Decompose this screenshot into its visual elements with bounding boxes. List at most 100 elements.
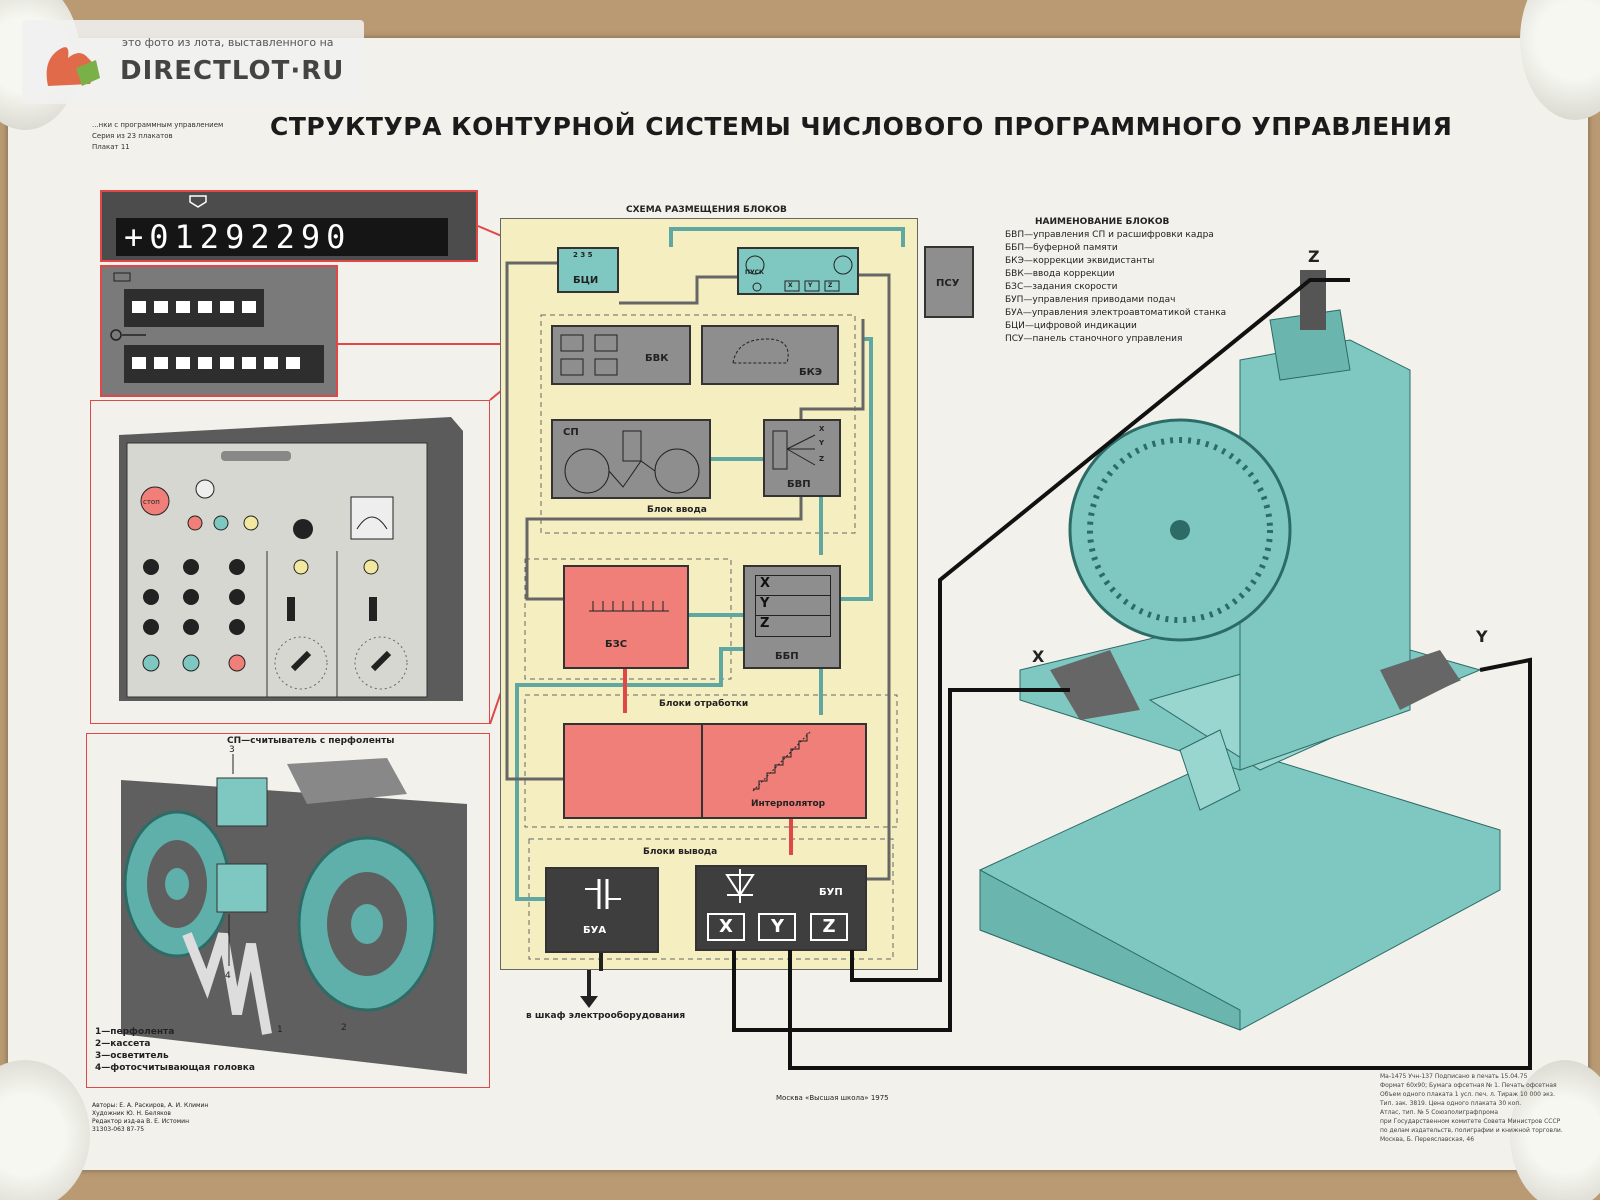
legend-item: БВП—управления СП и расшифровки кадра (1005, 230, 1214, 240)
bup-axis-row: X Y Z (707, 913, 848, 941)
block-bvp[interactable]: X Y Z БВП (763, 419, 841, 497)
block-bua-label: БУА (583, 925, 607, 936)
stop-label: стоп (143, 498, 160, 506)
callout-2: 2 (341, 1023, 347, 1033)
block-bup-label: БУП (819, 887, 843, 898)
bvp-z: Z (819, 455, 825, 463)
block-bvp-label: БВП (787, 479, 811, 490)
axis-y-label: Y (1475, 627, 1488, 646)
bup-x: X (707, 913, 745, 941)
block-sp-label: СП (563, 427, 579, 438)
coord-row-upper (124, 289, 264, 327)
legend-item: БЦИ—цифровой индикации (1005, 321, 1137, 331)
bci-digits: 2 3 5 (573, 251, 593, 259)
bbp-x: X (756, 576, 830, 596)
tape-roll-bottom-right (1510, 1060, 1600, 1200)
axis-x-label: X (1032, 647, 1045, 666)
marker-icon (189, 195, 207, 208)
series-info: ...нки с программным управлением Серия и… (92, 120, 223, 153)
credits-authors: Авторы: Е. А. Раскиров, А. И. Климин (92, 1102, 209, 1109)
block-interp-label: Интерполятор (751, 799, 826, 809)
block-bzs-label: БЗС (605, 639, 628, 650)
series-line-2: Серия из 23 плакатов (92, 132, 173, 140)
reader-legend-4: 4—фотосчитывающая головка (95, 1063, 255, 1073)
legend-item: ББП—буферной памяти (1005, 243, 1118, 253)
block-bzs[interactable]: БЗС (563, 565, 689, 669)
imprint-line: Атлас, тип. № 5 Союзполиграфпрома (1380, 1109, 1499, 1116)
legend-item: БУА—управления электроавтоматикой станка (1005, 308, 1227, 318)
squirrel-logo-icon (46, 47, 100, 86)
block-psu[interactable]: ПСУ (924, 246, 974, 318)
callout-3: 3 (229, 745, 235, 755)
reader-legend-3: 3—осветитель (95, 1051, 169, 1061)
console-z: Z (828, 282, 833, 289)
group-input-label: Блок ввода (647, 505, 707, 515)
legend-item: БВК—ввода коррекции (1005, 269, 1115, 279)
block-bvk[interactable]: БВК (551, 325, 691, 385)
callout-1: 1 (277, 1025, 283, 1035)
bua-relay-icon (585, 879, 621, 909)
imprint-line: Формат 60x90; Бумага офсетная № 1. Печат… (1380, 1082, 1557, 1089)
block-interpolator[interactable]: Интерполятор (563, 723, 867, 819)
credits-artist: Художник Ю. Н. Беляков (92, 1110, 171, 1117)
block-bci-label: БЦИ (573, 275, 599, 286)
credits-codes: 31303-063 87-75 (92, 1126, 145, 1133)
block-bbp[interactable]: X Y Z ББП (743, 565, 841, 669)
block-sp[interactable]: СП (551, 419, 711, 499)
block-bke[interactable]: БКЭ (701, 325, 839, 385)
block-names-legend: НАИМЕНОВАНИЕ БЛОКОВ БВП—управления СП и … (1005, 216, 1226, 346)
reader-title: СП—считыватель с перфоленты (227, 736, 395, 746)
control-panel-illustration: стоп (119, 417, 463, 701)
credits-editor: Редактор изд-ва В. Е. Истомин (92, 1118, 190, 1125)
series-line-3: Плакат 11 (92, 143, 130, 151)
imprint: Ма-1475 Учн-137 Подписано в печать 15.04… (1380, 1072, 1563, 1144)
imprint-line: Москва, Б. Переяславская, 46 (1380, 1136, 1475, 1143)
stop-button[interactable] (140, 486, 170, 516)
down-arrow-icon (580, 970, 598, 1008)
block-bke-label: БКЭ (799, 367, 823, 378)
coord-segments (110, 272, 300, 369)
watermark-caption: это фото из лота, выставленного на (122, 36, 334, 49)
console-gauges-icon (745, 255, 853, 292)
imprint-line: при Государственном комитете Совета Мини… (1380, 1118, 1561, 1125)
block-bbp-label: ББП (775, 651, 799, 662)
bbp-register: X Y Z (755, 575, 831, 637)
console-y: Y (808, 282, 813, 289)
block-layout-schema: 2 3 5 БЦИ ПУСК X Y Z БВК (500, 218, 918, 971)
bvk-switch-icon (560, 334, 618, 376)
series-line-1: ...нки с программным управлением (92, 121, 224, 129)
block-bup[interactable]: БУП X Y Z (695, 865, 867, 951)
tape-reader-frame: СП—считыватель с перфоленты 3 4 1 2 1—пе… (86, 733, 490, 1088)
bke-contour-icon (732, 338, 789, 364)
coordinate-indicator (100, 265, 338, 397)
block-psu-label: ПСУ (936, 278, 960, 289)
block-bvk-label: БВК (645, 353, 669, 364)
to-cabinet-label: в шкаф электрооборудования (526, 1011, 686, 1021)
imprint-line: Объем одного плаката 1 усл. печ. л. Тира… (1380, 1091, 1555, 1098)
legend-title: НАИМЕНОВАНИЕ БЛОКОВ (1035, 217, 1170, 227)
milling-machine-illustration: Z X Y (979, 250, 1501, 1031)
callout-4: 4 (225, 971, 231, 981)
interpolator-staircase-icon (752, 730, 812, 792)
bvp-x: X (819, 425, 825, 433)
display-value: +01292290 (116, 218, 448, 256)
reader-legend-1: 1—перфолента (95, 1027, 175, 1037)
block-bci[interactable]: 2 3 5 БЦИ (557, 247, 619, 293)
block-control-console[interactable]: ПУСК X Y Z (737, 247, 859, 295)
block-bua[interactable]: БУА (545, 867, 659, 953)
imprint-line: Ма-1475 Учн-137 Подписано в печать 15.04… (1380, 1073, 1528, 1080)
sp-reels-icon (564, 430, 700, 494)
reader-legend-2: 2—кассета (95, 1039, 151, 1049)
reader-legend: 1—перфолента 2—кассета 3—осветитель 4—фо… (95, 1026, 255, 1074)
credits: Авторы: Е. А. Раскиров, А. И. Климин Худ… (92, 1102, 208, 1134)
group-processing-label: Блоки отработки (659, 699, 749, 709)
poster-title: СТРУКТУРА КОНТУРНОЙ СИСТЕМЫ ЧИСЛОВОГО ПР… (270, 112, 1453, 141)
legend-item: БУП—управления приводами подач (1005, 295, 1176, 305)
legend-item: ПСУ—панель станочного управления (1005, 334, 1183, 344)
bvp-fanout-icon (772, 430, 816, 470)
publisher: Москва «Высшая школа» 1975 (776, 1094, 889, 1102)
schema-connections (505, 227, 905, 971)
legend-item: БКЭ—коррекции эквидистанты (1005, 256, 1155, 266)
